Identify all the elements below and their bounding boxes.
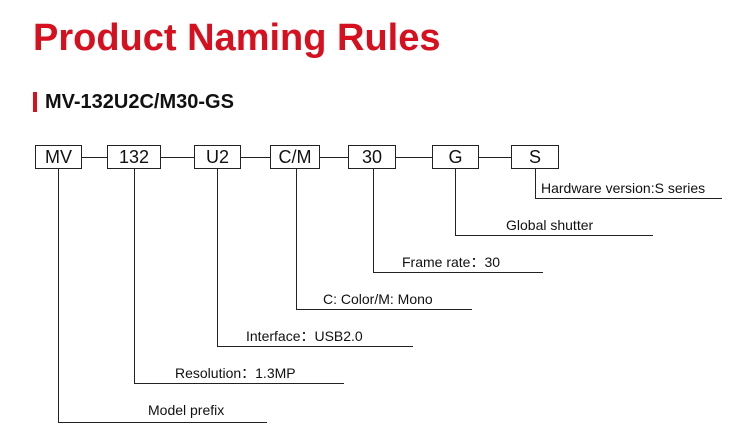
label-frame-rate: Frame rate：30 <box>402 254 501 270</box>
label-color-mono: C: Color/M: Mono <box>323 291 433 307</box>
leader-line <box>455 235 653 236</box>
leader-line <box>455 169 456 236</box>
connector-line <box>241 157 270 158</box>
page-title: Product Naming Rules <box>33 17 441 59</box>
leader-line <box>535 169 536 199</box>
connector-line <box>161 157 194 158</box>
connector-line <box>396 157 432 158</box>
subtitle-accent-bar <box>33 92 37 112</box>
leader-line <box>373 272 543 273</box>
segment-132-box: 132 <box>107 145 161 169</box>
segment-u2-box: U2 <box>194 145 241 169</box>
connector-line <box>479 157 511 158</box>
segment-s-box: S <box>511 145 559 169</box>
leader-line <box>296 309 472 310</box>
label-model-prefix: Model prefix <box>148 402 225 418</box>
leader-line <box>58 169 59 423</box>
leader-line <box>134 169 135 384</box>
model-code: MV-132U2C/M30-GS <box>45 91 234 113</box>
segment-cm-box: C/M <box>270 145 320 169</box>
label-resolution: Resolution：1.3MP <box>175 365 296 381</box>
leader-line <box>535 198 722 199</box>
label-hardware-version: Hardware version:S series <box>541 180 706 196</box>
leader-line <box>217 346 413 347</box>
label-global-shutter: Global shutter <box>506 217 594 233</box>
leader-line <box>373 169 374 273</box>
leader-line <box>58 422 267 423</box>
connector-line <box>82 157 107 158</box>
leader-line <box>296 169 297 310</box>
leader-line <box>134 383 344 384</box>
segment-g-box: G <box>432 145 479 169</box>
segment-30-box: 30 <box>348 145 396 169</box>
leader-line <box>217 169 218 347</box>
segment-mv-box: MV <box>35 145 82 169</box>
connector-line <box>320 157 348 158</box>
label-interface: Interface：USB2.0 <box>246 328 363 344</box>
